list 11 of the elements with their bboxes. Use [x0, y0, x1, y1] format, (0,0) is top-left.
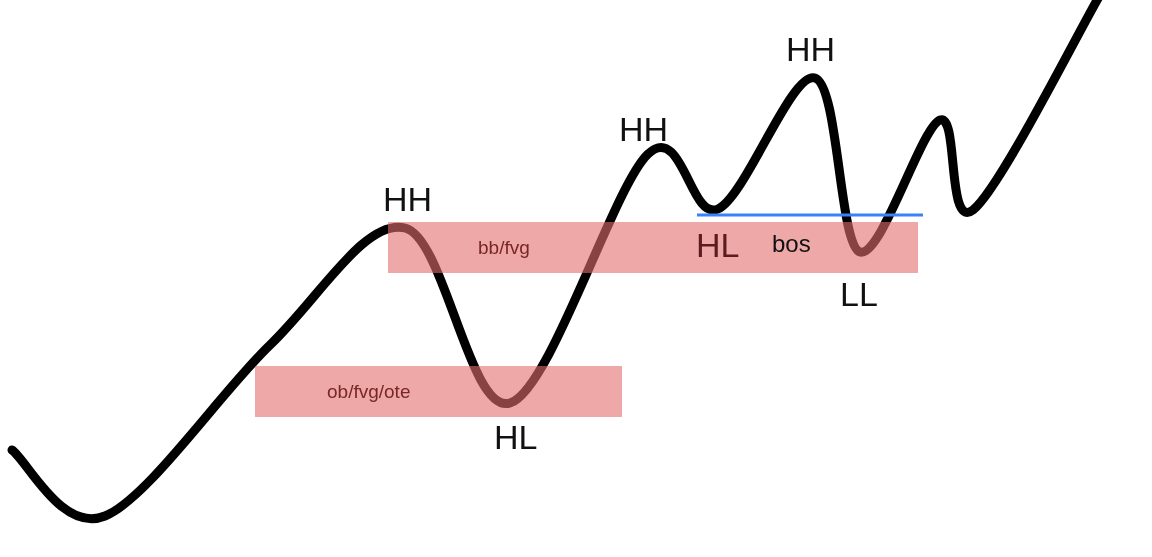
structure-label: bos: [772, 232, 811, 256]
swing-label: LL: [840, 277, 878, 311]
swing-label: HL: [696, 228, 740, 262]
highlight-band: [255, 366, 622, 417]
zone-label: bb/fvg: [478, 236, 530, 259]
swing-label: HH: [383, 182, 433, 216]
swing-label: HH: [619, 112, 669, 146]
zone-label: ob/fvg/ote: [327, 380, 411, 403]
swing-label: HH: [786, 32, 836, 66]
highlight-band: [388, 222, 918, 273]
swing-label: HL: [494, 420, 538, 454]
